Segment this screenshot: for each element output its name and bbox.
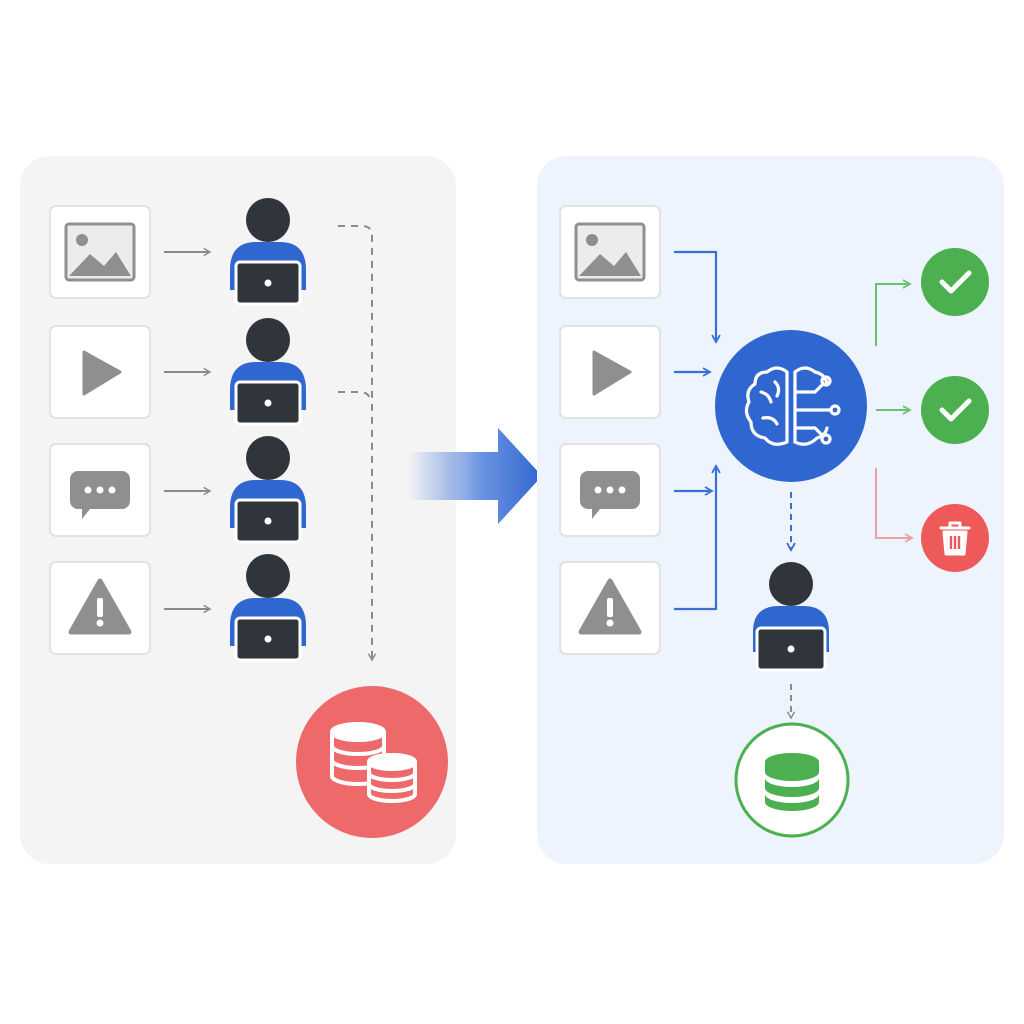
manual-workflow-panel [20, 156, 456, 864]
ai-brain-icon [744, 366, 841, 446]
manual-reviewer [230, 436, 306, 544]
high-cost-outcome [296, 686, 448, 838]
manual-content-tile-warning [49, 561, 151, 655]
arrow-to-ai [674, 464, 721, 611]
database-icon [765, 753, 819, 811]
decision-approved [921, 376, 989, 444]
ai-content-tile-image [559, 205, 661, 299]
arrow-to-approved [875, 279, 912, 346]
warning-icon [578, 578, 642, 635]
decision-approved [921, 248, 989, 316]
ai-content-tile-video [559, 325, 661, 419]
ai-workflow-panel [537, 156, 1004, 864]
check-icon [939, 398, 972, 422]
ai-decision-connectors [875, 279, 914, 543]
reviewer-person-icon [230, 436, 306, 544]
manual-input-arrows [164, 247, 212, 614]
low-cost-storage-outcome [734, 722, 850, 838]
image-icon [64, 222, 136, 282]
manual-output-dashed-connector [338, 225, 377, 662]
manual-content-tile-image [49, 205, 151, 299]
video-play-icon [82, 350, 122, 396]
manual-content-tile-video [49, 325, 151, 419]
manual-reviewer [230, 198, 306, 306]
transition-arrow-icon [408, 428, 542, 524]
reviewer-person-icon [230, 198, 306, 306]
decision-removed [921, 504, 989, 572]
reviewer-person-icon [230, 318, 306, 426]
manual-reviewer [230, 554, 306, 662]
chat-bubble-icon [580, 471, 640, 519]
manual-content-tile-comment [49, 443, 151, 537]
ai-moderation-engine [715, 330, 867, 482]
manual-reviewer [230, 318, 306, 426]
chat-bubble-icon [70, 471, 130, 519]
arrow-to-removed [875, 468, 914, 543]
ai-input-connectors [674, 250, 721, 611]
ai-content-tile-comment [559, 443, 661, 537]
ai-content-tile-warning [559, 561, 661, 655]
warning-icon [68, 578, 132, 635]
reviewer-person-icon [753, 562, 829, 672]
image-icon [574, 222, 646, 282]
reviewer-person-icon [230, 554, 306, 662]
ai-human-reviewer [753, 562, 829, 672]
video-play-icon [592, 350, 632, 396]
coins-stack-icon [330, 722, 417, 803]
check-icon [939, 270, 972, 294]
arrow-to-ai [674, 250, 721, 344]
trash-icon [939, 521, 971, 556]
